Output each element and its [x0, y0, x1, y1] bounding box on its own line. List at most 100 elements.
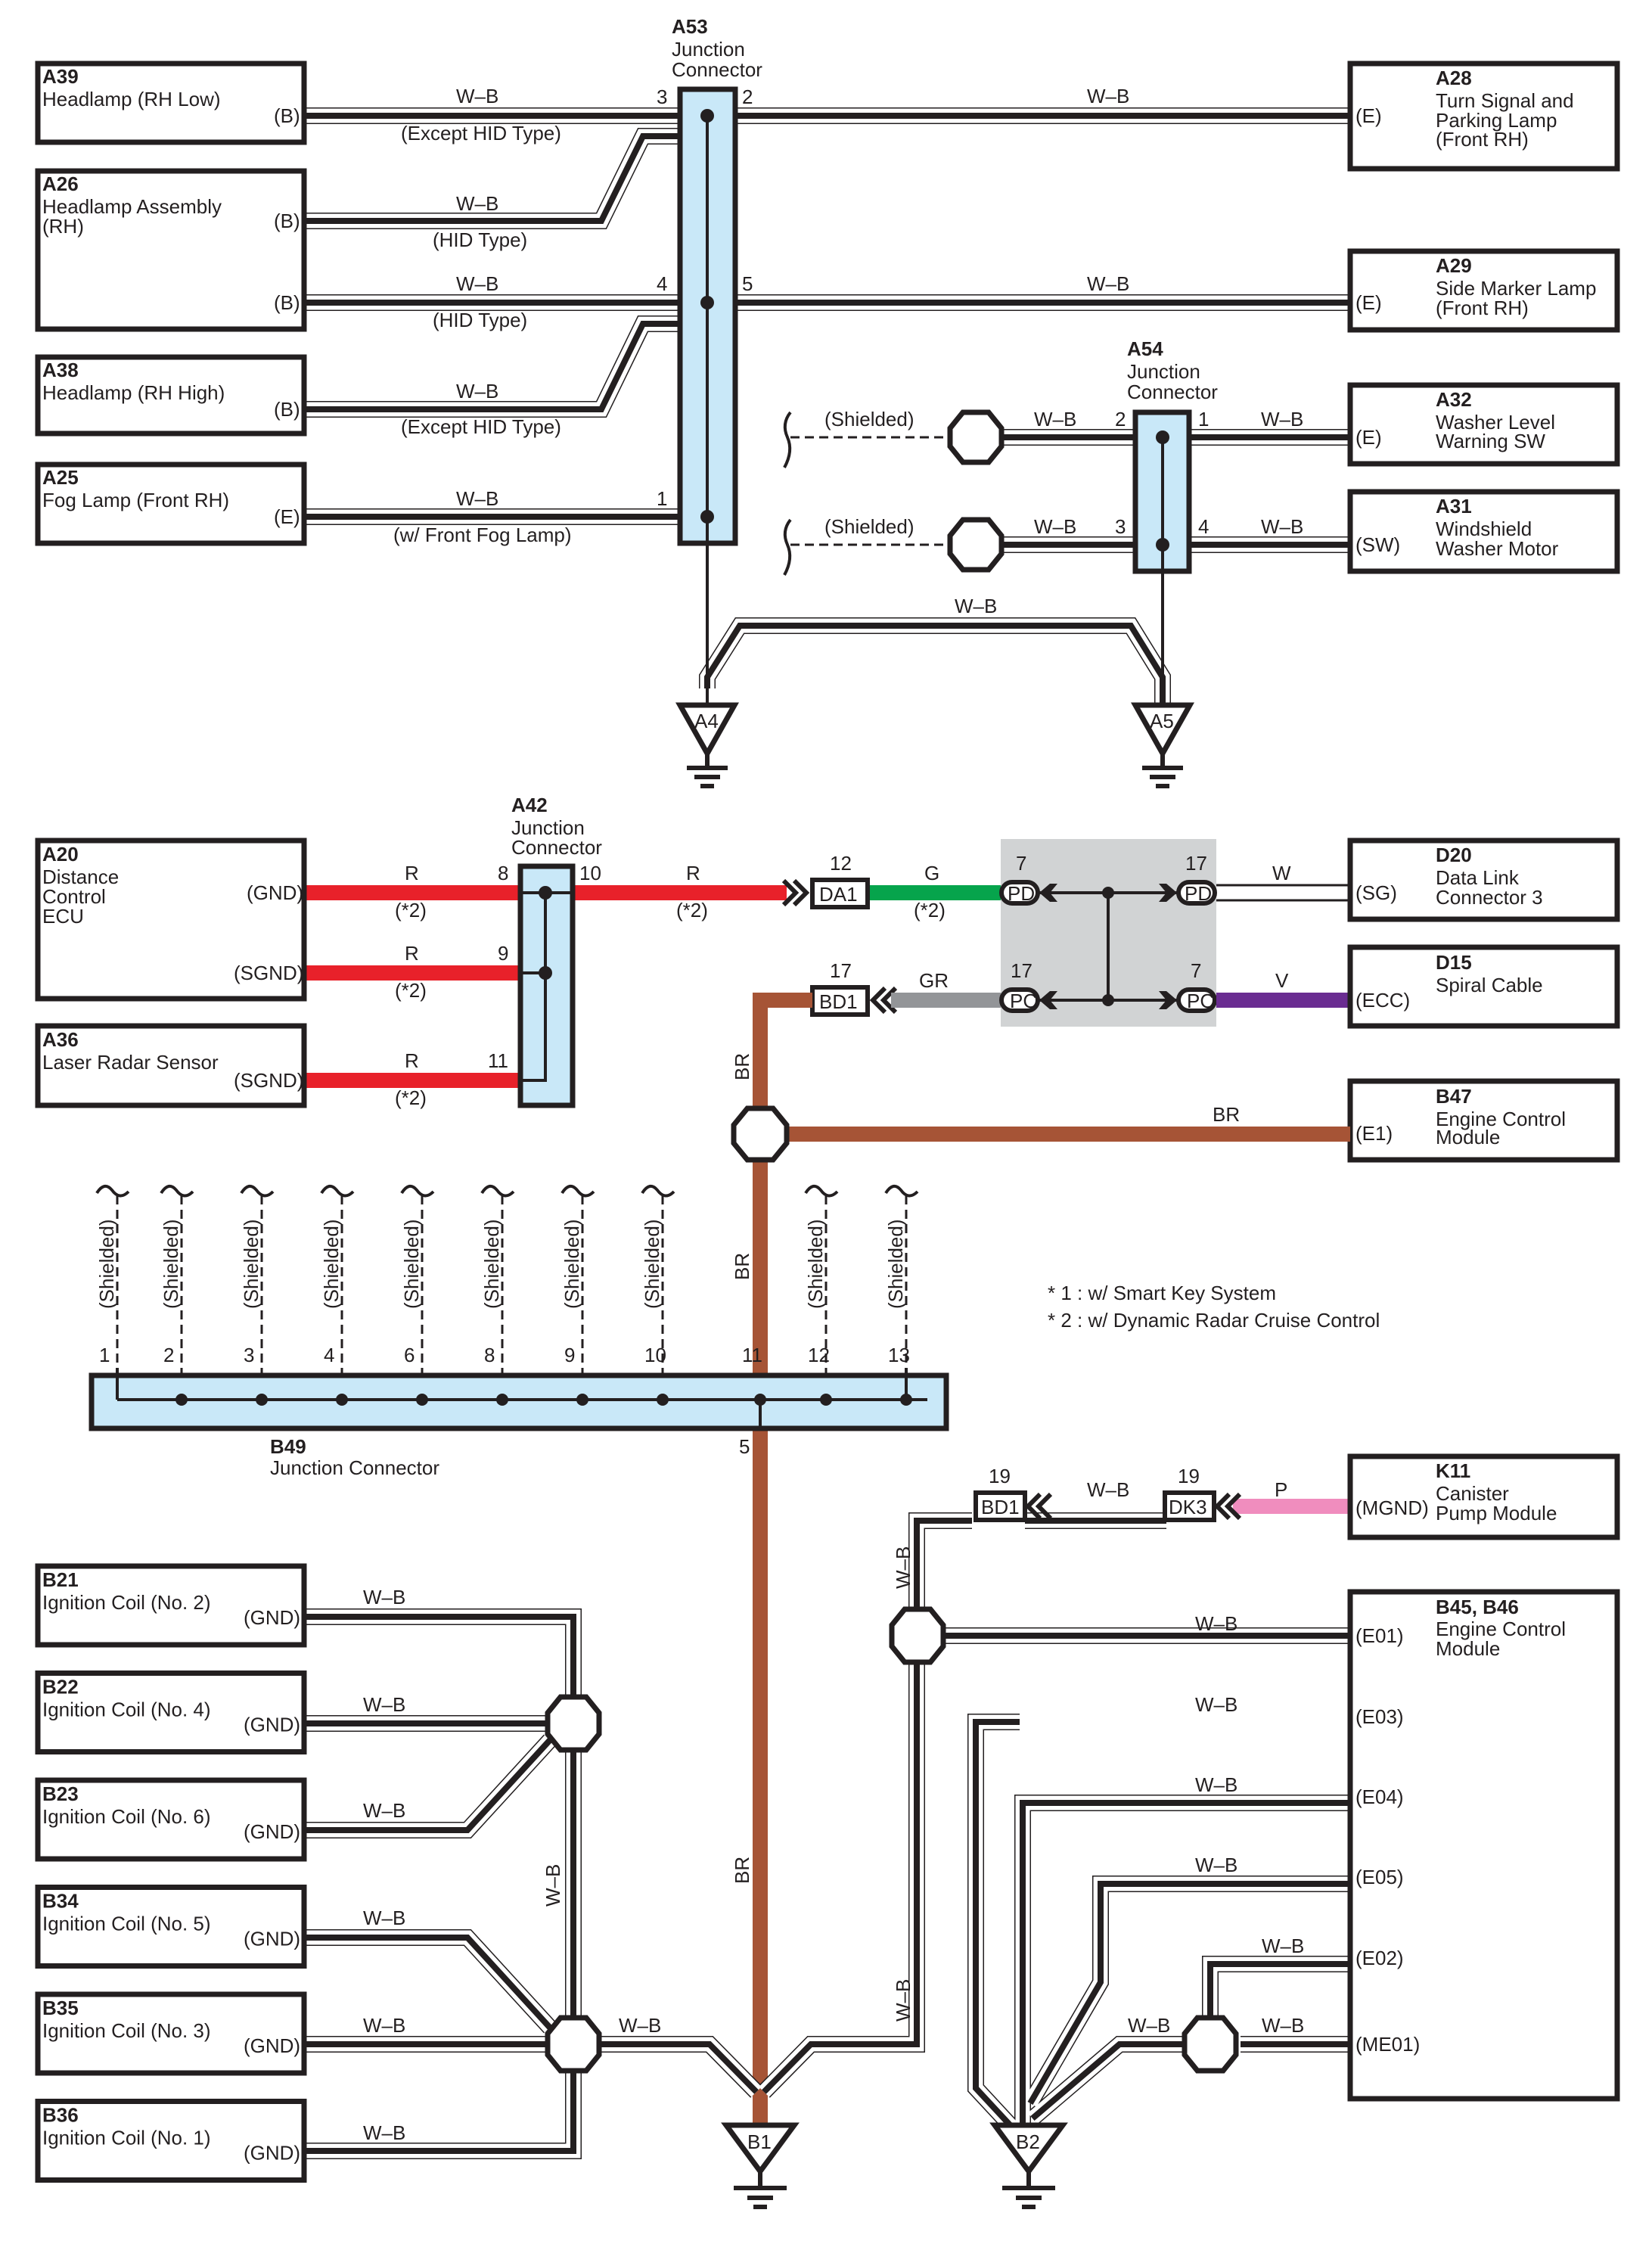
pin-label: 4	[657, 272, 667, 295]
svg-text:(*2): (*2)	[676, 899, 708, 921]
svg-text:(E): (E)	[1355, 104, 1382, 127]
svg-text:W–B: W–B	[363, 1907, 405, 1929]
svg-text:(Shielded): (Shielded)	[824, 408, 914, 430]
note-1: * 1 : w/ Smart Key System	[1048, 1282, 1276, 1304]
svg-text:(GND): (GND)	[244, 1928, 300, 1950]
component-d20: D20 Data Link Connector 3 (SG)	[1347, 838, 1620, 922]
component-k11: K11 Canister Pump Module (MGND)	[1347, 1453, 1620, 1540]
svg-text:(GND): (GND)	[244, 2142, 300, 2165]
svg-text:(SGND): (SGND)	[234, 1069, 303, 1092]
svg-text:Ignition Coil (No. 6): Ignition Coil (No. 6)	[42, 1805, 211, 1828]
svg-text:Washer Level: Washer Level	[1436, 411, 1555, 434]
svg-text:Side Marker Lamp: Side Marker Lamp	[1436, 277, 1596, 300]
svg-text:(SW): (SW)	[1355, 533, 1400, 556]
svg-text:A32: A32	[1436, 388, 1472, 411]
connector-arrow-icon	[1213, 1492, 1242, 1521]
svg-text:Ignition Coil (No. 1): Ignition Coil (No. 1)	[42, 2127, 211, 2149]
svg-text:(RH): (RH)	[42, 215, 84, 238]
pin-label: 3	[1115, 515, 1126, 538]
da1-label: DA1	[819, 883, 858, 906]
svg-text:B21: B21	[42, 1568, 79, 1591]
svg-text:(Front RH): (Front RH)	[1436, 297, 1529, 319]
svg-text:R: R	[405, 942, 419, 965]
pin-label: 12	[808, 1344, 830, 1366]
pin-label: 3	[657, 85, 667, 108]
svg-text:(ME01): (ME01)	[1355, 2033, 1420, 2056]
svg-text:17: 17	[1185, 852, 1207, 875]
a42-name: Connector	[511, 836, 602, 859]
shielded-label: (Shielded)	[560, 1219, 583, 1309]
svg-text:W–B: W–B	[892, 1979, 914, 2022]
pin-label: 11	[742, 1344, 762, 1366]
svg-text:(SG): (SG)	[1355, 881, 1397, 904]
wire-label: BR	[731, 1253, 753, 1280]
svg-text:W–B: W–B	[456, 272, 498, 295]
svg-text:Warning SW: Warning SW	[1436, 430, 1545, 452]
svg-text:B36: B36	[42, 2104, 79, 2127]
splice-point-icon	[889, 1606, 946, 1665]
svg-text:B35: B35	[42, 1997, 79, 2019]
dk3-label: DK3	[1169, 1496, 1207, 1518]
splice-point-icon	[947, 517, 1005, 573]
svg-text:W–B: W–B	[892, 1546, 914, 1589]
component-b47: B47 Engine Control Module (E1)	[1347, 1078, 1620, 1163]
shield-brace-icon	[783, 518, 792, 576]
svg-text:Distance: Distance	[42, 866, 119, 888]
a54-id: A54	[1127, 337, 1163, 360]
svg-text:Turn Signal and: Turn Signal and	[1436, 89, 1574, 112]
shielded-label: (Shielded)	[160, 1219, 182, 1309]
a53-name: Junction	[672, 38, 745, 61]
shield-tilde-icon	[804, 1184, 839, 1198]
a53-id: A53	[672, 15, 708, 38]
shielded-label: (Shielded)	[884, 1219, 907, 1309]
svg-text:B23: B23	[42, 1782, 79, 1805]
pin-label: 2	[1115, 408, 1126, 430]
note-2: * 2 : w/ Dynamic Radar Cruise Control	[1048, 1309, 1380, 1332]
pin-label: 8	[498, 862, 508, 884]
svg-text:R: R	[405, 862, 419, 884]
svg-text:A28: A28	[1436, 67, 1472, 89]
pin-label: 6	[404, 1344, 415, 1366]
svg-text:D15: D15	[1436, 951, 1472, 974]
svg-text:(B): (B)	[274, 398, 300, 421]
svg-text:D20: D20	[1436, 844, 1472, 866]
svg-text:(HID Type): (HID Type)	[433, 228, 527, 251]
splice-point-icon	[1182, 2015, 1239, 2074]
a42-id: A42	[511, 794, 548, 816]
b49-name: Junction Connector	[270, 1456, 439, 1479]
svg-text:Ignition Coil (No. 2): Ignition Coil (No. 2)	[42, 1591, 211, 1614]
svg-text:Headlamp Assembly: Headlamp Assembly	[42, 195, 222, 218]
svg-text:W–B: W–B	[363, 2014, 405, 2037]
svg-text:Module: Module	[1436, 1126, 1500, 1148]
svg-text:A31: A31	[1436, 495, 1472, 517]
svg-text:Canister: Canister	[1436, 1482, 1509, 1505]
svg-text:W–B: W–B	[1087, 1478, 1129, 1501]
svg-text:W–B: W–B	[1195, 1854, 1237, 1876]
svg-text:(E): (E)	[274, 505, 300, 528]
shield-tilde-icon	[240, 1184, 275, 1198]
svg-text:W–B: W–B	[1261, 515, 1303, 538]
svg-text:(B): (B)	[274, 104, 300, 127]
splice-terminals: PD PD PC PC 7 17 17 7	[999, 852, 1217, 1013]
b49-id: B49	[270, 1435, 306, 1458]
wb-wires-bottom	[306, 1512, 1350, 2159]
wire-label: (*2)	[914, 899, 946, 921]
svg-text:A36: A36	[42, 1028, 79, 1051]
svg-text:Ignition Coil (No. 5): Ignition Coil (No. 5)	[42, 1913, 211, 1935]
svg-text:(HID Type): (HID Type)	[433, 309, 527, 331]
component-d15: D15 Spiral Cable (ECC)	[1347, 944, 1620, 1029]
splice-point-icon	[545, 1694, 602, 1753]
svg-text:(E03): (E03)	[1355, 1705, 1404, 1728]
red-wires	[306, 885, 787, 1088]
svg-text:Windshield: Windshield	[1436, 517, 1532, 540]
svg-text:W–B: W–B	[456, 192, 498, 215]
shielded-label: (Shielded)	[804, 1219, 827, 1309]
svg-text:(Shielded): (Shielded)	[824, 515, 914, 538]
svg-text:A29: A29	[1436, 254, 1472, 277]
pin-label: 19	[989, 1465, 1011, 1487]
